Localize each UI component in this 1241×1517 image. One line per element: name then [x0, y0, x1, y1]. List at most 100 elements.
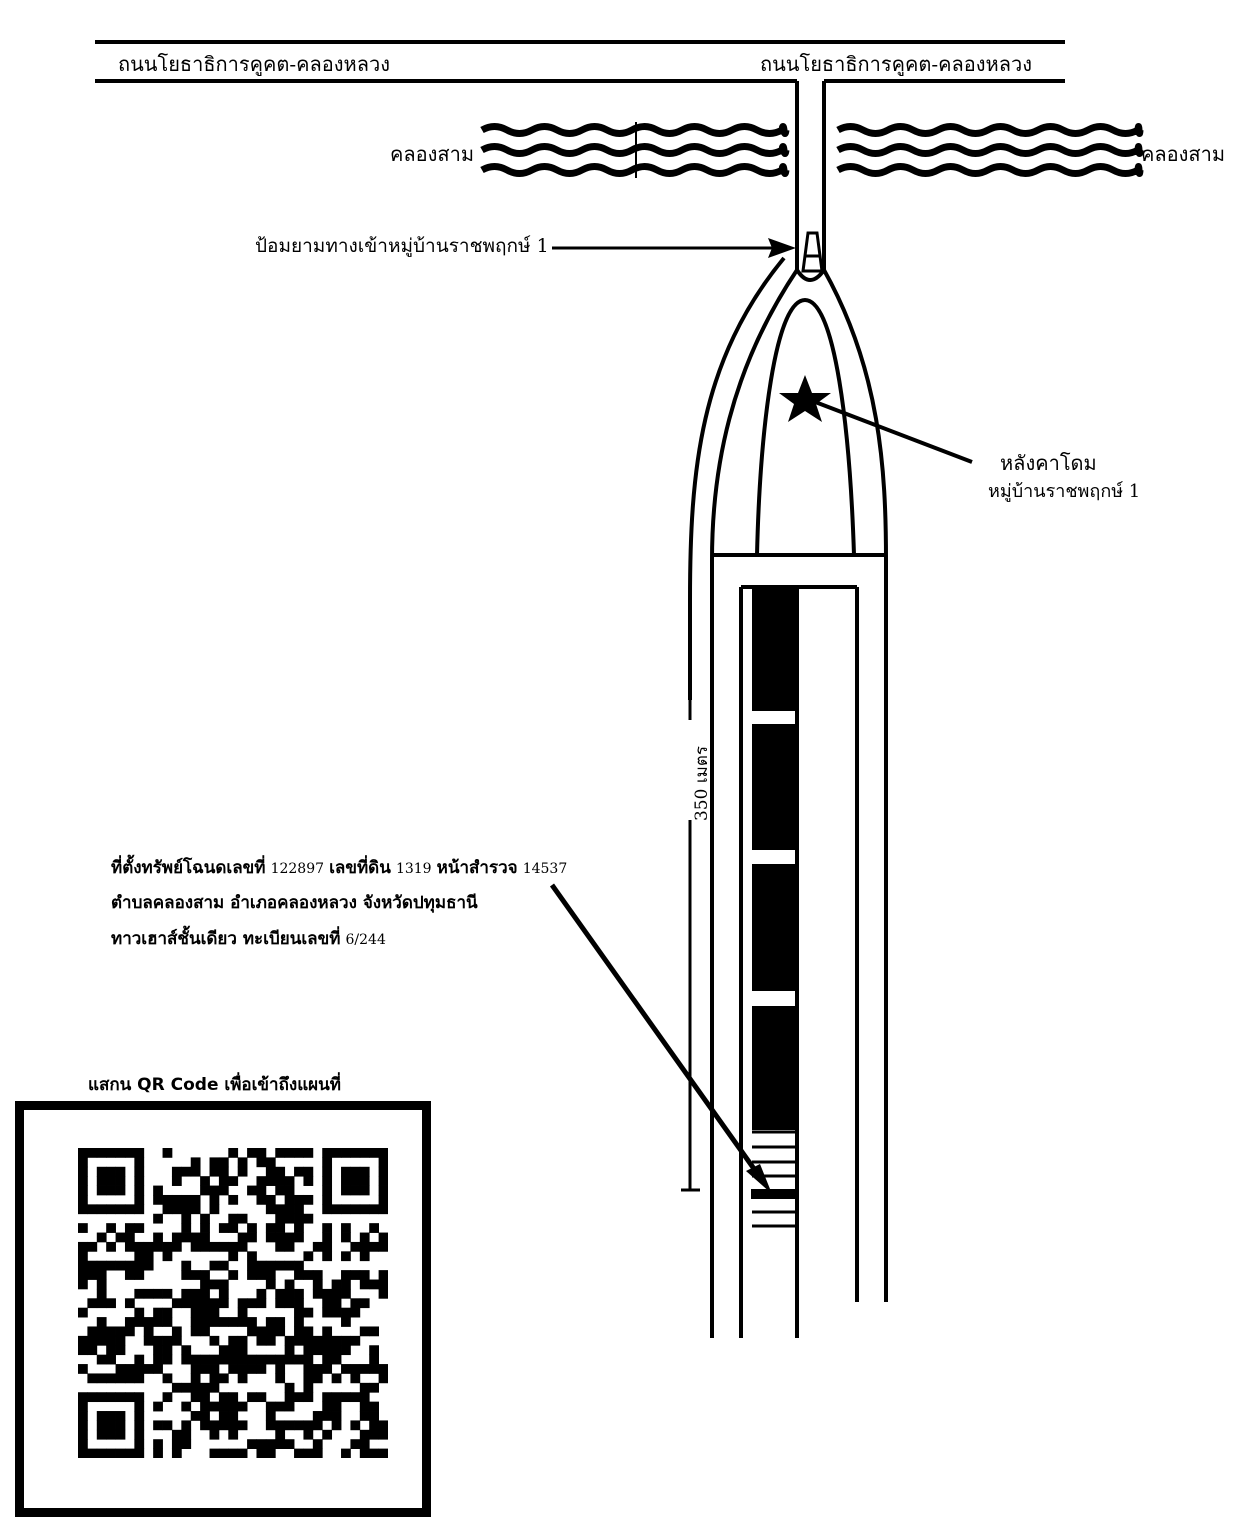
qr-module — [350, 1364, 361, 1374]
star-icon — [779, 375, 831, 422]
qr-module — [134, 1194, 145, 1205]
main-road — [95, 40, 1065, 83]
qr-module — [153, 1401, 163, 1412]
canal-wave-line — [480, 163, 790, 177]
qr-module — [322, 1148, 333, 1158]
qr-module — [200, 1420, 210, 1431]
property-land-label: เลขที่ดิน — [329, 858, 391, 878]
qr-module — [153, 1232, 163, 1243]
qr-module — [331, 1420, 342, 1431]
qr-module — [78, 1260, 88, 1271]
qr-module — [359, 1185, 370, 1196]
qr-module — [331, 1354, 342, 1365]
qr-module — [78, 1448, 88, 1458]
qr-module — [115, 1411, 126, 1421]
qr-module — [284, 1439, 295, 1449]
qr-module — [312, 1345, 323, 1356]
qr-module — [228, 1317, 239, 1327]
qr-module — [87, 1148, 98, 1158]
qr-module — [256, 1176, 267, 1186]
qr-module — [209, 1166, 220, 1177]
qr-module — [256, 1270, 267, 1280]
qr-module — [153, 1354, 163, 1365]
qr-module — [200, 1364, 210, 1374]
qr-module — [106, 1326, 116, 1337]
qr-module — [275, 1185, 286, 1196]
qr-module — [181, 1260, 192, 1271]
property-deed-label: ที่ตั้งทรัพย์โฉนดเลขที่ — [111, 858, 266, 878]
qr-module — [322, 1354, 333, 1365]
qr-module — [106, 1335, 116, 1346]
qr-module — [115, 1185, 126, 1196]
qr-module — [341, 1270, 351, 1280]
qr-module — [190, 1354, 201, 1365]
qr-module — [181, 1213, 192, 1224]
qr-module — [200, 1317, 210, 1327]
qr-module — [294, 1223, 304, 1233]
qr-module — [284, 1204, 295, 1215]
qr-module — [124, 1148, 135, 1158]
qr-module — [256, 1194, 267, 1205]
qr-module — [331, 1298, 342, 1309]
qr-code-frame[interactable] — [15, 1101, 431, 1517]
qr-module — [106, 1392, 116, 1403]
qr-module — [341, 1251, 351, 1262]
qr-module — [218, 1392, 229, 1403]
qr-module — [96, 1232, 107, 1243]
qr-module — [341, 1335, 351, 1346]
qr-module — [247, 1298, 257, 1309]
qr-module — [322, 1392, 333, 1403]
qr-module — [322, 1401, 333, 1412]
qr-module — [350, 1420, 361, 1431]
qr-module — [209, 1448, 220, 1458]
qr-module — [171, 1241, 182, 1252]
qr-module — [209, 1185, 220, 1196]
qr-module — [134, 1157, 145, 1168]
qr-module — [162, 1373, 173, 1384]
qr-module — [359, 1232, 370, 1243]
qr-module — [237, 1401, 248, 1412]
qr-module — [209, 1307, 220, 1318]
qr-module — [96, 1373, 107, 1384]
qr-module — [134, 1223, 145, 1233]
qr-module — [312, 1288, 323, 1299]
qr-module — [341, 1166, 351, 1177]
qr-module — [171, 1439, 182, 1449]
qr-module — [106, 1373, 116, 1384]
qr-module — [134, 1288, 145, 1299]
property-arrowhead-icon — [746, 1164, 772, 1194]
qr-module — [209, 1373, 220, 1384]
qr-module — [341, 1204, 351, 1215]
qr-module — [228, 1448, 239, 1458]
qr-module — [294, 1204, 304, 1215]
qr-module — [341, 1223, 351, 1233]
qr-module — [247, 1317, 257, 1327]
qr-module — [256, 1364, 267, 1374]
qr-module — [96, 1326, 107, 1337]
qr-module — [143, 1241, 154, 1252]
qr-module — [237, 1157, 248, 1168]
qr-module — [134, 1420, 145, 1431]
qr-module — [190, 1166, 201, 1177]
qr-module — [181, 1439, 192, 1449]
qr-module — [181, 1420, 192, 1431]
qr-module — [134, 1373, 145, 1384]
qr-module — [78, 1148, 88, 1158]
qr-module — [350, 1270, 361, 1280]
qr-module — [200, 1401, 210, 1412]
qr-module — [265, 1420, 276, 1431]
qr-module — [275, 1364, 286, 1374]
qr-module — [303, 1326, 314, 1337]
qr-module — [200, 1382, 210, 1393]
qr-code-icon[interactable] — [78, 1148, 388, 1458]
qr-module — [87, 1335, 98, 1346]
qr-module — [359, 1429, 370, 1440]
qr-module — [284, 1354, 295, 1365]
qr-module — [134, 1307, 145, 1318]
qr-module — [275, 1373, 286, 1384]
qr-module — [143, 1335, 154, 1346]
qr-module — [350, 1241, 361, 1252]
qr-module — [96, 1166, 107, 1177]
qr-module — [359, 1439, 370, 1449]
qr-module — [181, 1382, 192, 1393]
